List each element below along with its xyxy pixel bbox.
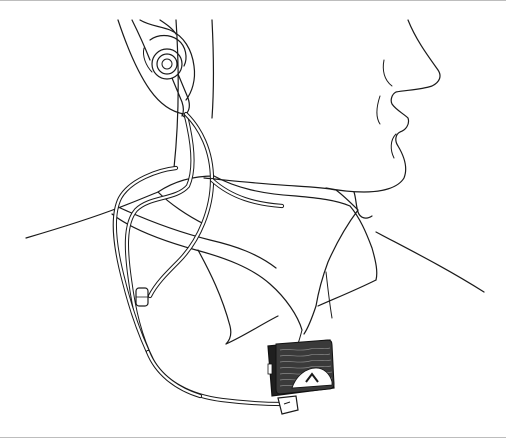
audio-plug: [278, 396, 298, 414]
ear: [118, 20, 195, 114]
device-port: [268, 364, 272, 374]
face-profile: [326, 20, 440, 218]
cable-splitter: [136, 288, 148, 306]
receiver-device: [268, 340, 334, 396]
earbud: [152, 49, 189, 117]
neckloop-cable: [115, 114, 282, 404]
